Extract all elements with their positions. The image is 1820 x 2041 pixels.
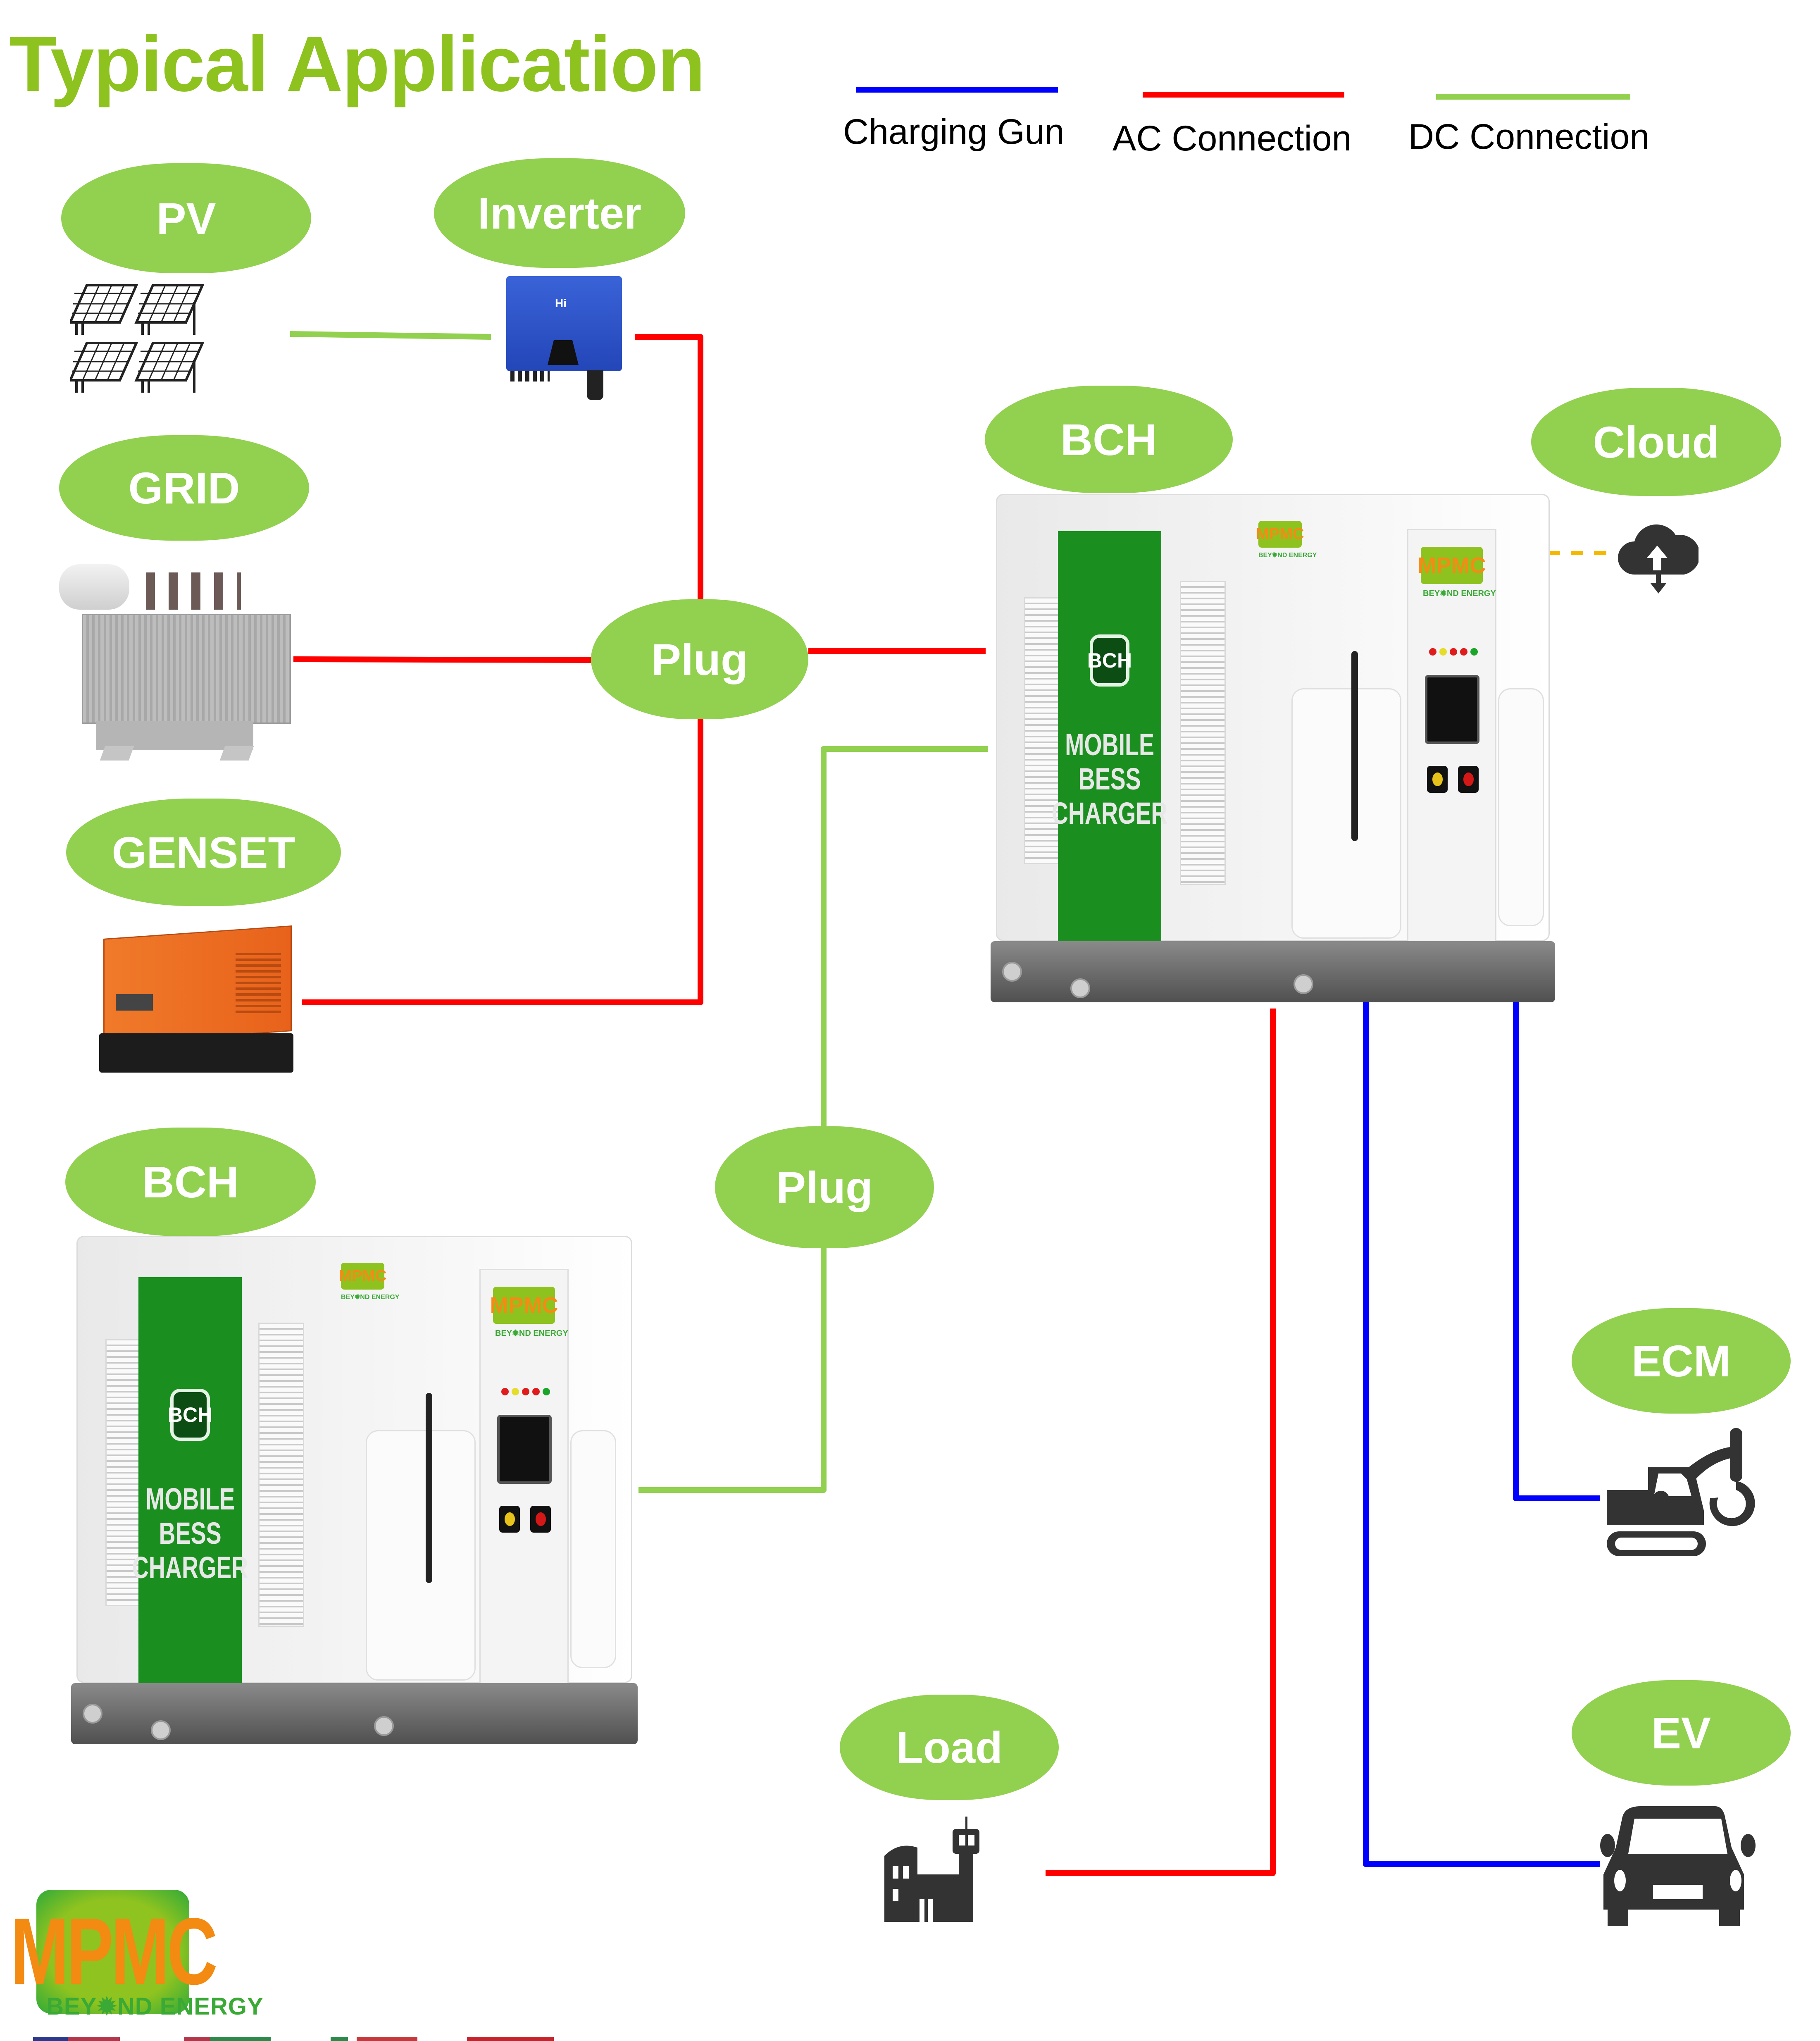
wire-pv-inverter <box>290 331 491 340</box>
node-plug-dc[interactable]: Plug <box>715 1126 934 1248</box>
mpmc-tagline: BEY✹ND ENERGY <box>46 1993 264 2020</box>
inverter-icon: Hi <box>506 276 624 400</box>
led-2 <box>1439 648 1447 656</box>
led-4 <box>532 1388 540 1395</box>
node-cloud-label[interactable]: Cloud <box>1531 388 1781 496</box>
bch-badge: BCH <box>1087 634 1132 687</box>
wheel <box>374 1716 394 1736</box>
wheel <box>1070 978 1090 998</box>
bch-secondary-unit[interactable]: BCH MOBILE BESS CHARGER MPMC BEY✹ND ENER… <box>71 1236 638 1744</box>
legend-line-ac-connection <box>1143 92 1344 98</box>
building-icon <box>884 1817 979 1922</box>
mpmc-logo-side: MPMC <box>338 1263 387 1290</box>
generator-icon <box>99 920 298 1085</box>
wire-bch-plugdc <box>821 746 988 1126</box>
control-panel: MPMC BEY✹ND ENERGY <box>1407 529 1496 966</box>
bch-badge: BCH <box>168 1389 212 1441</box>
wheel <box>151 1720 171 1740</box>
led-1 <box>501 1388 509 1395</box>
charging-gun-holster-left <box>366 1430 476 1681</box>
band-line-3: CHARGER <box>1051 796 1168 830</box>
band-text: MOBILE BESS CHARGER <box>132 1482 248 1585</box>
band-line-1: MOBILE <box>145 1482 235 1516</box>
green-band: BCH MOBILE BESS CHARGER <box>1052 531 1167 944</box>
touch-screen[interactable] <box>1425 675 1479 744</box>
car-icon <box>1600 1806 1756 1926</box>
wire-bch-ev <box>1363 1002 1600 1867</box>
led-3 <box>1450 648 1457 656</box>
charging-gun-holster-left <box>1291 688 1401 939</box>
charging-gun-holster-right <box>1498 688 1544 926</box>
control-panel: MPMC BEY✹ND ENERGY <box>479 1269 569 1705</box>
vent-right <box>258 1323 304 1627</box>
green-band: BCH MOBILE BESS CHARGER <box>132 1277 248 1691</box>
wheel <box>1002 962 1022 982</box>
node-ecm-label[interactable]: ECM <box>1572 1308 1791 1414</box>
node-plug-ac[interactable]: Plug <box>591 599 808 719</box>
mpmc-tagline-side: BEY✹ND ENERGY <box>341 1294 400 1301</box>
node-grid-label[interactable]: GRID <box>59 435 309 541</box>
led-5 <box>543 1388 550 1395</box>
wire-plug-genset <box>302 719 703 1005</box>
mpmc-tagline-side: BEY✹ND ENERGY <box>1258 552 1317 559</box>
key-switch[interactable] <box>499 1506 520 1533</box>
touch-screen[interactable] <box>497 1415 552 1484</box>
flag-icon <box>467 2037 554 2041</box>
node-bch-main-label[interactable]: BCH <box>985 386 1233 493</box>
band-text: MOBILE BESS CHARGER <box>1051 727 1168 831</box>
led-5 <box>1470 648 1478 656</box>
wire-plugdc-bch2 <box>638 1248 827 1493</box>
band-line-2: BESS <box>1078 761 1141 796</box>
mpmc-tagline-front: BEY✹ND ENERGY <box>1423 589 1496 598</box>
key-switch[interactable] <box>1427 766 1448 793</box>
transformer-icon <box>57 556 293 763</box>
node-inverter-label[interactable]: Inverter <box>434 158 685 268</box>
page-title: Typical Application <box>9 20 705 108</box>
node-bch-secondary-label[interactable]: BCH <box>65 1128 316 1236</box>
node-load-label[interactable]: Load <box>840 1695 1059 1800</box>
led-4 <box>1460 648 1467 656</box>
mpmc-logo-front: MPMC <box>490 1287 558 1324</box>
wire-bch-load <box>1046 1009 1276 1876</box>
mpmc-logo: MPMC <box>10 1890 218 2014</box>
wire-bch-ecm <box>1513 963 1600 1501</box>
band-line-3: CHARGER <box>132 1550 248 1585</box>
excavator-icon <box>1607 1428 1755 1556</box>
mpmc-logo-front: MPMC <box>1418 547 1486 584</box>
bch-main-unit[interactable]: BCH MOBILE BESS CHARGER MPMC BEY✹ND ENER… <box>990 494 1556 1002</box>
legend-label-charging-gun: Charging Gun <box>843 112 1065 152</box>
charging-gun-holster-right <box>570 1430 616 1668</box>
legend-label-ac-connection: AC Connection <box>1112 119 1352 158</box>
wheel <box>83 1704 102 1724</box>
emergency-stop-button[interactable] <box>1458 766 1479 793</box>
led-1 <box>1429 648 1436 656</box>
wheel <box>1294 974 1313 994</box>
legend-line-dc-connection <box>1436 94 1630 100</box>
legend-line-charging-gun <box>856 87 1058 93</box>
vent-left <box>105 1339 141 1606</box>
flag-icon <box>331 2037 417 2041</box>
emergency-stop-button[interactable] <box>530 1506 551 1533</box>
flag-icon <box>184 2037 271 2041</box>
charging-cable-left <box>426 1393 432 1583</box>
solar-panel-icon <box>70 284 205 393</box>
legend-label-dc-connection: DC Connection <box>1408 117 1650 157</box>
charging-cable-left <box>1351 651 1358 841</box>
band-line-2: BESS <box>159 1516 222 1550</box>
node-genset-label[interactable]: GENSET <box>66 799 341 906</box>
mpmc-tagline-front: BEY✹ND ENERGY <box>495 1329 568 1338</box>
led-3 <box>522 1388 529 1395</box>
mpmc-logo-side: MPMC <box>1256 521 1304 548</box>
mpmc-logo-text: MPMC <box>10 1898 217 2005</box>
node-ev-label[interactable]: EV <box>1572 1680 1791 1786</box>
band-line-1: MOBILE <box>1065 727 1154 762</box>
led-2 <box>512 1388 519 1395</box>
vent-right <box>1180 581 1226 885</box>
wire-inverter-plug <box>635 334 703 599</box>
node-pv-label[interactable]: PV <box>61 163 311 273</box>
cloud-sync-icon <box>1618 524 1699 594</box>
wire-grid-plug <box>293 656 591 663</box>
flag-usa-icon <box>33 2037 120 2041</box>
